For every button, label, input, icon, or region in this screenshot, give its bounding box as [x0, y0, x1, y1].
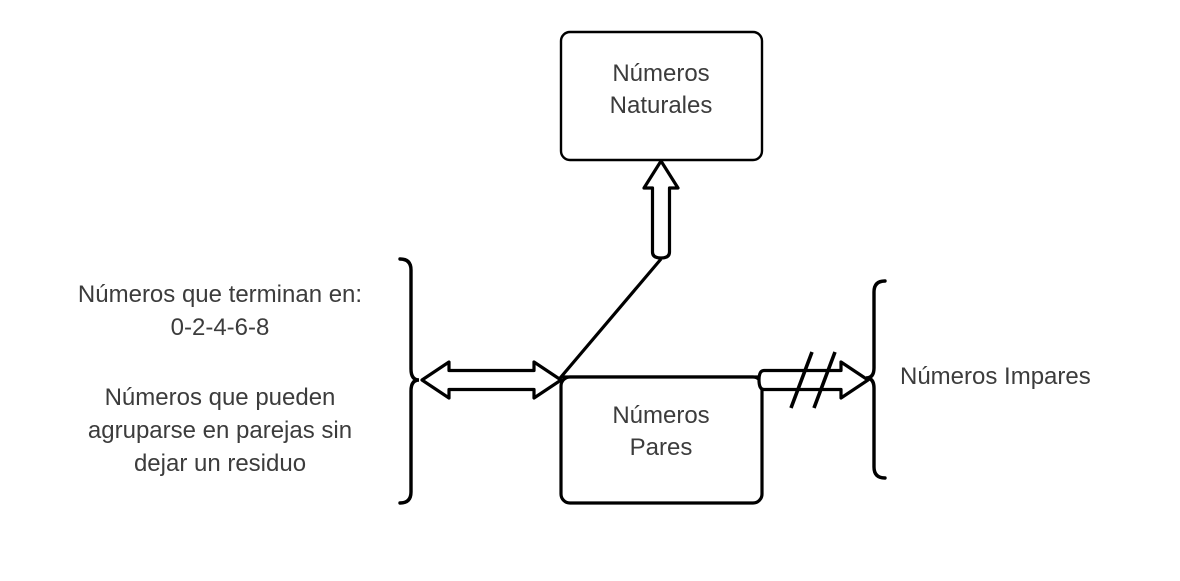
note-numeros-parejas: Números que pueden agruparse en parejas … [87, 384, 353, 477]
node-box-numeros-naturales[interactable] [559, 30, 764, 162]
brace-right-group [865, 279, 887, 480]
node-box-numeros-pares[interactable] [559, 375, 764, 505]
triangle-outline [557, 257, 762, 379]
brace-left-group [398, 257, 420, 505]
note-numeros-terminan-en: Números que terminan en: 0-2-4-6-8 [77, 281, 363, 341]
arrow-up-hollow [642, 159, 680, 260]
negation-slash-second [812, 351, 837, 409]
arrow-left-right-hollow [420, 360, 563, 400]
negation-slash-first [789, 351, 814, 409]
arrow-right-hollow [757, 360, 870, 400]
